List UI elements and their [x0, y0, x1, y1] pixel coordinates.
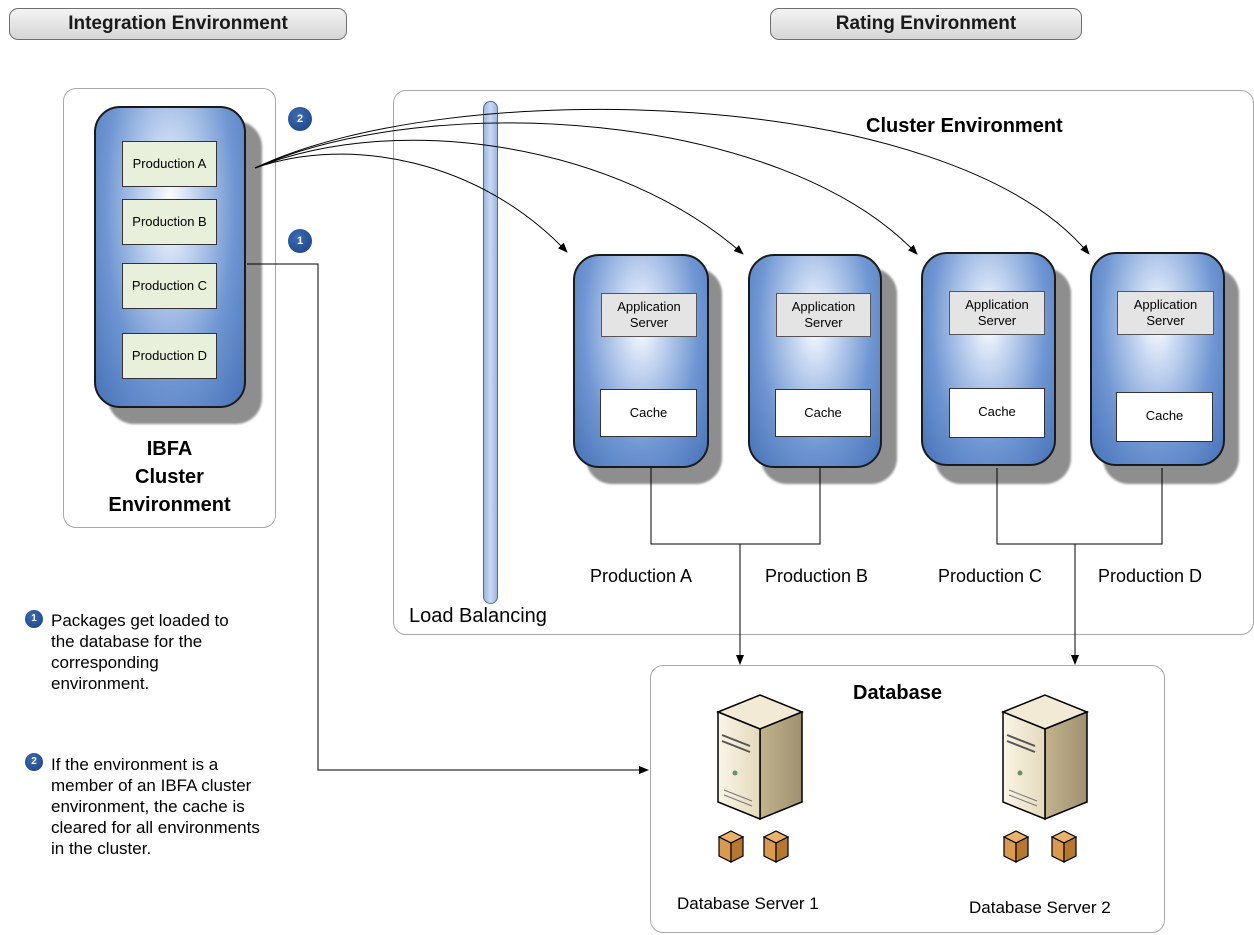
ibfa-production-a: Production A: [122, 141, 217, 187]
package-box-icon: [1002, 830, 1030, 863]
note-2-line-2: member of an IBFA cluster: [51, 776, 252, 795]
arrow-to-node-2: [254, 139, 744, 255]
node-1-cache: Cache: [600, 389, 697, 437]
note-1-line-1: Packages get loaded to: [51, 611, 229, 630]
note-1-line-3: corresponding: [51, 653, 159, 672]
database-server-1-icon: [716, 694, 804, 821]
node-2-application-server: Application Server: [776, 293, 871, 337]
ibfa-production-c: Production C: [122, 263, 217, 309]
badge-2-top: 2: [288, 107, 312, 131]
note-2-line-1: If the environment is a: [51, 755, 219, 774]
node-4-application-server: Application Server: [1117, 291, 1214, 335]
ibfa-production-b: Production B: [122, 199, 217, 245]
ibfa-title-line3: Environment: [108, 494, 231, 516]
note-1: Packages get loaded to the database for …: [51, 610, 281, 694]
package-box-icon: [762, 830, 790, 863]
node-3-application-server: Application Server: [949, 291, 1045, 335]
ibfa-title-line2: Cluster: [135, 466, 204, 488]
note-1-line-4: environment.: [51, 674, 150, 693]
note-1-line-2: the database for the: [51, 632, 203, 651]
rating-environment-header: Rating Environment: [770, 8, 1082, 40]
cluster-production-a-label: Production A: [590, 566, 693, 586]
database-server-2-label: Database Server 2: [969, 898, 1111, 917]
load-balancer-bar: [483, 101, 498, 604]
arrow-to-node-1: [254, 153, 568, 253]
note-2-line-3: environment, the cache is: [51, 797, 245, 816]
cluster-production-c-label: Production C: [938, 566, 1043, 586]
integration-environment-header: Integration Environment: [9, 8, 347, 40]
connector-nodes-3-4: [996, 468, 1163, 545]
database-title: Database: [853, 682, 942, 704]
ibfa-title-line1: IBFA: [146, 438, 193, 460]
note-2: If the environment is a member of an IBF…: [51, 754, 311, 859]
note-2-line-4: cleared for all environments: [51, 818, 260, 837]
node-2-cache: Cache: [775, 389, 871, 437]
badge-1-top: 1: [288, 229, 312, 253]
load-balancing-label: Load Balancing: [409, 605, 547, 627]
badge-2-note: 2: [25, 753, 43, 771]
package-box-icon: [717, 830, 745, 863]
badge-1-note: 1: [25, 610, 43, 628]
cluster-production-b-label: Production B: [765, 566, 869, 586]
arrow-to-node-3: [254, 122, 918, 255]
connector-nodes-1-2: [650, 468, 821, 545]
node-3-cache: Cache: [949, 388, 1045, 438]
package-box-icon: [1050, 830, 1078, 863]
arrow-packages-to-database: [247, 263, 649, 774]
note-2-line-5: in the cluster.: [51, 839, 152, 858]
node-1-application-server: Application Server: [601, 293, 697, 337]
arrow-to-node-4: [254, 108, 1090, 255]
cluster-environment-title: Cluster Environment: [866, 115, 1063, 137]
node-4-cache: Cache: [1116, 392, 1213, 442]
cluster-production-d-label: Production D: [1098, 566, 1203, 586]
database-server-2-icon: [1001, 694, 1089, 821]
ibfa-production-d: Production D: [122, 333, 217, 379]
database-server-1-label: Database Server 1: [677, 894, 819, 913]
